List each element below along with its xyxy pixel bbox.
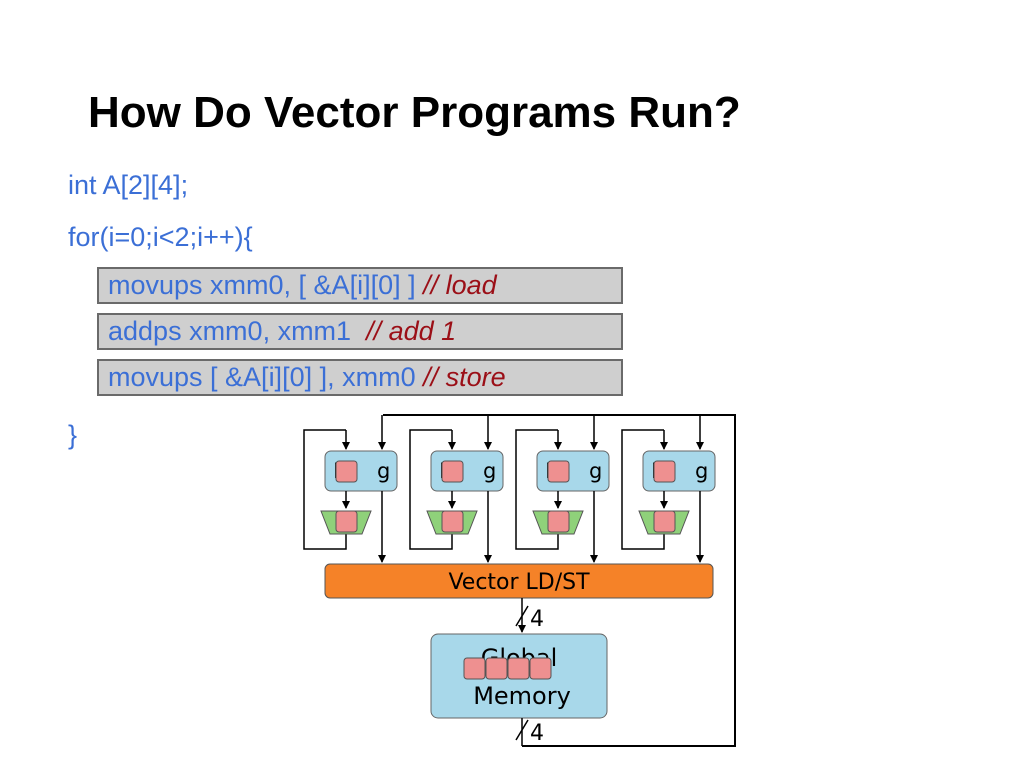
memory-data-square (507, 657, 530, 680)
lane-register-data-square (653, 460, 676, 483)
memory-data-square (529, 657, 552, 680)
bus-width-label-bottom: 4 (530, 721, 544, 746)
lane-register-label-right: g (589, 459, 602, 483)
lane-alu-data-square (335, 510, 358, 533)
instruction-store-comment-slashes: // (423, 362, 439, 392)
memory-label-bottom: Memory (473, 682, 571, 710)
lane-register-label-right: g (695, 459, 708, 483)
memory-data-square (485, 657, 508, 680)
instruction-add-comment: add 1 (388, 316, 457, 346)
instruction-add-comment-slashes: // (366, 316, 382, 346)
lane-loop-line (409, 429, 453, 550)
feedback-bus-line (383, 414, 736, 747)
lane-alu-data-square (547, 510, 570, 533)
lane-register-data-square (441, 460, 464, 483)
memory-data-square (463, 657, 486, 680)
instruction-add-op: addps xmm0, xmm1 (108, 316, 352, 346)
instruction-store-comment: store (445, 362, 506, 392)
lane-loop-line (621, 429, 665, 550)
code-line-declaration: int A[2][4]; (68, 170, 189, 200)
memory-data-squares (463, 657, 552, 680)
instruction-store-op: movups [ &A[i][0] ], xmm0 (108, 362, 416, 392)
vector-ldst-unit (324, 563, 714, 599)
instruction-load: movups xmm0, [ &A[i][0] ] // load (97, 267, 623, 304)
instruction-load-op: movups xmm0, [ &A[i][0] ] (108, 270, 416, 300)
lane-register-data-square (335, 460, 358, 483)
lanes-group: RgRgRgRg (303, 415, 716, 563)
bus-width-label-top: 4 (530, 607, 544, 632)
code-line-for-loop: for(i=0;i<2;i++){ (68, 222, 253, 252)
lane-register-data-square (547, 460, 570, 483)
instruction-add: addps xmm0, xmm1 // add 1 (97, 313, 623, 350)
instruction-store: movups [ &A[i][0] ], xmm0 // store (97, 359, 623, 396)
bus-width-slash-top (515, 605, 529, 627)
bus-width-slash-bottom (515, 719, 529, 741)
vector-ldst-label: Vector LD/ST (448, 570, 590, 595)
lane-register-label-right: g (483, 459, 496, 483)
lane-alu-data-square (653, 510, 676, 533)
lane-alu-data-square (441, 510, 464, 533)
code-line-closing-brace: } (68, 420, 78, 450)
instruction-load-comment: load (445, 270, 497, 300)
lane-register-label-right: g (377, 459, 390, 483)
lane-loop-line (303, 429, 347, 550)
lane-loop-line (515, 429, 559, 550)
instruction-load-comment-slashes: // (423, 270, 439, 300)
page-title: How Do Vector Programs Run? (88, 88, 741, 137)
